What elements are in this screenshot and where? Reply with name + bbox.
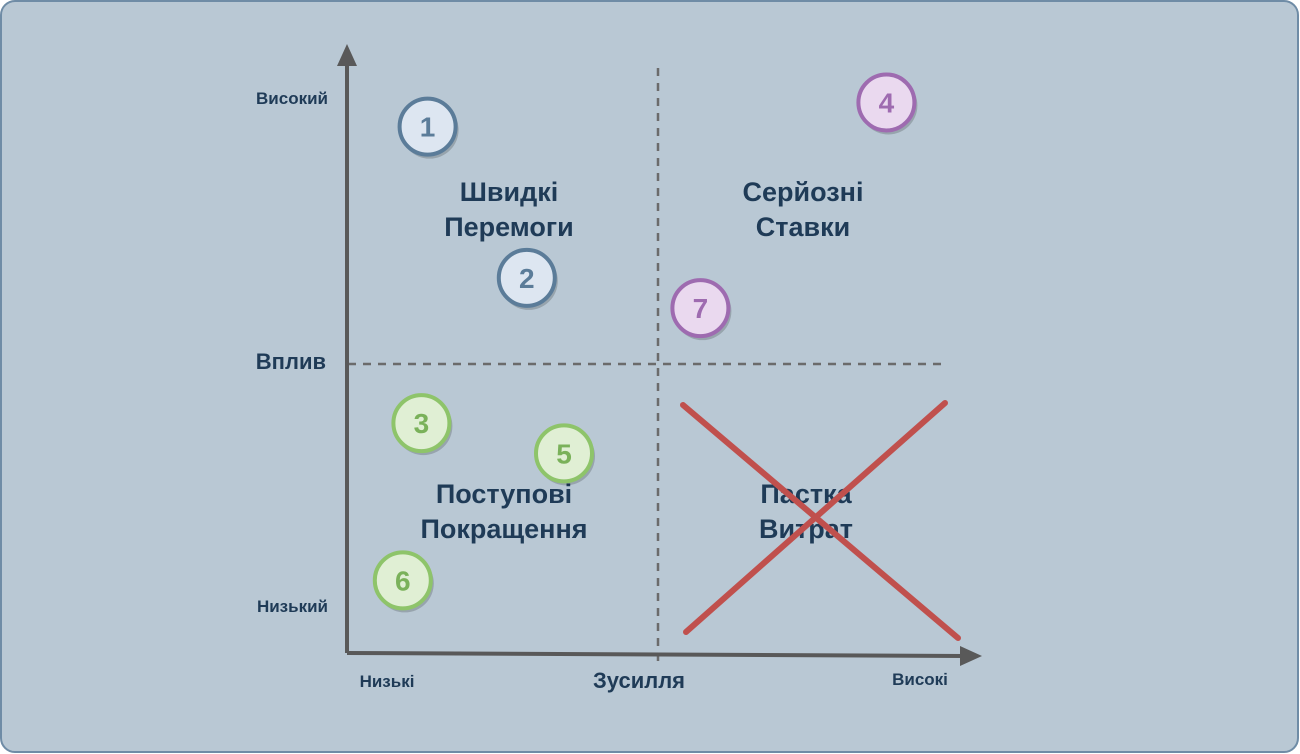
y-axis-high-label: Високий [256,89,328,108]
marker-circle [670,278,731,339]
marker-number: 6 [395,565,411,596]
marker-circle [496,247,557,308]
item-marker-1: 1 [397,96,459,159]
x-axis-line [346,651,965,658]
quadrant-quick-wins-line1: Швидкі [460,177,558,207]
quadrant-major-bets-line1: Серйозні [743,177,864,207]
quadrant-incremental-line2: Покращення [420,514,587,544]
quadrant-quick-wins-line2: Перемоги [444,212,574,242]
item-marker-7: 7 [670,278,732,341]
marker-circle [534,423,594,484]
quadrant-incremental-line1: Поступові [436,479,572,509]
marker-number: 5 [556,438,572,469]
item-marker-5: 5 [534,423,595,486]
item-markers: 1 2 3 4 5 6 7 [372,72,918,613]
marker-number: 3 [414,408,430,439]
item-marker-6: 6 [372,550,434,613]
y-axis-low-label: Низький [257,597,328,616]
marker-circle [397,96,458,157]
x-axis-arrowhead [960,646,982,666]
y-axis-title: Вплив [256,349,326,374]
x-axis-high-label: Високі [892,670,948,689]
marker-circle [856,72,917,133]
cross-stroke-up [683,400,948,635]
quadrant-major-bets-line2: Ставки [756,212,850,242]
cross-stroke-down [680,402,961,641]
marker-number: 7 [693,293,709,324]
marker-number: 4 [879,87,895,118]
cost-trap-cross-out [680,400,961,641]
marker-circle [372,550,433,611]
marker-number: 1 [420,112,436,143]
marker-circle [391,393,452,454]
item-marker-2: 2 [496,247,558,310]
marker-number: 2 [519,263,535,294]
item-marker-4: 4 [856,72,918,135]
x-axis-low-label: Низькі [360,672,415,691]
item-marker-3: 3 [391,393,453,456]
x-axis-title: Зусилля [593,668,685,693]
y-axis-arrowhead [337,44,357,66]
